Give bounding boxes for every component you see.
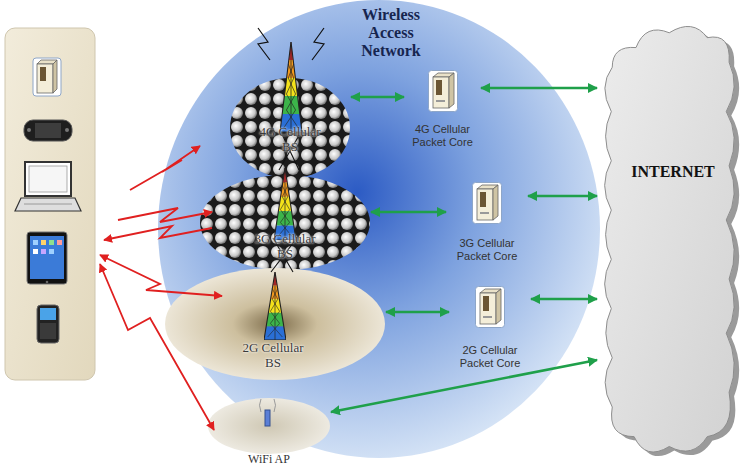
cloud-outline	[605, 26, 735, 452]
node-label: 2G Cellular BS	[237, 340, 309, 370]
server-icon	[428, 70, 458, 112]
base-station: 2G Cellular BS	[165, 268, 385, 380]
wifi-access-point: WiFi AP	[208, 398, 330, 470]
smartphone-icon	[37, 305, 59, 343]
cell-ellipse-fill	[165, 268, 385, 380]
base-station: 4G Cellular BS	[230, 78, 350, 178]
cell-ellipse-fill	[230, 78, 350, 178]
server-icon	[33, 58, 61, 96]
server-icon	[472, 182, 502, 224]
game-console-icon	[24, 120, 72, 141]
base-station: 3G Cellular BS	[200, 175, 370, 270]
network-ellipse-fill	[158, 0, 600, 458]
node-label: 3G Cellular Packet Core	[447, 237, 527, 263]
node-label: INTERNET	[613, 163, 733, 181]
wifi-ellipse	[208, 398, 330, 454]
packet-core: 4G Cellular Packet Core	[405, 70, 480, 155]
laptop-icon	[15, 162, 81, 211]
internet-cloud: INTERNET	[598, 18, 748, 470]
device-panel	[5, 28, 95, 380]
node-label: WiFi AP	[219, 452, 319, 466]
server-icon	[475, 286, 505, 328]
cloud-shape	[598, 18, 748, 470]
wifi-ellipse-fill	[208, 398, 330, 454]
node-label: 4G Cellular BS	[254, 124, 326, 154]
node-label: Wireless Access Network	[346, 6, 436, 60]
node-label: 4G Cellular Packet Core	[405, 123, 480, 149]
tablet-icon	[27, 232, 67, 284]
packet-core: 3G Cellular Packet Core	[447, 182, 527, 267]
packet-core: 2G Cellular Packet Core	[450, 286, 530, 371]
cell-ellipse-fill	[200, 175, 370, 270]
node-label: 2G Cellular Packet Core	[450, 344, 530, 370]
node-label: 3G Cellular BS	[249, 231, 321, 261]
network-circle: Wireless Access Network 4G Cellular BS 3G …	[158, 0, 600, 458]
